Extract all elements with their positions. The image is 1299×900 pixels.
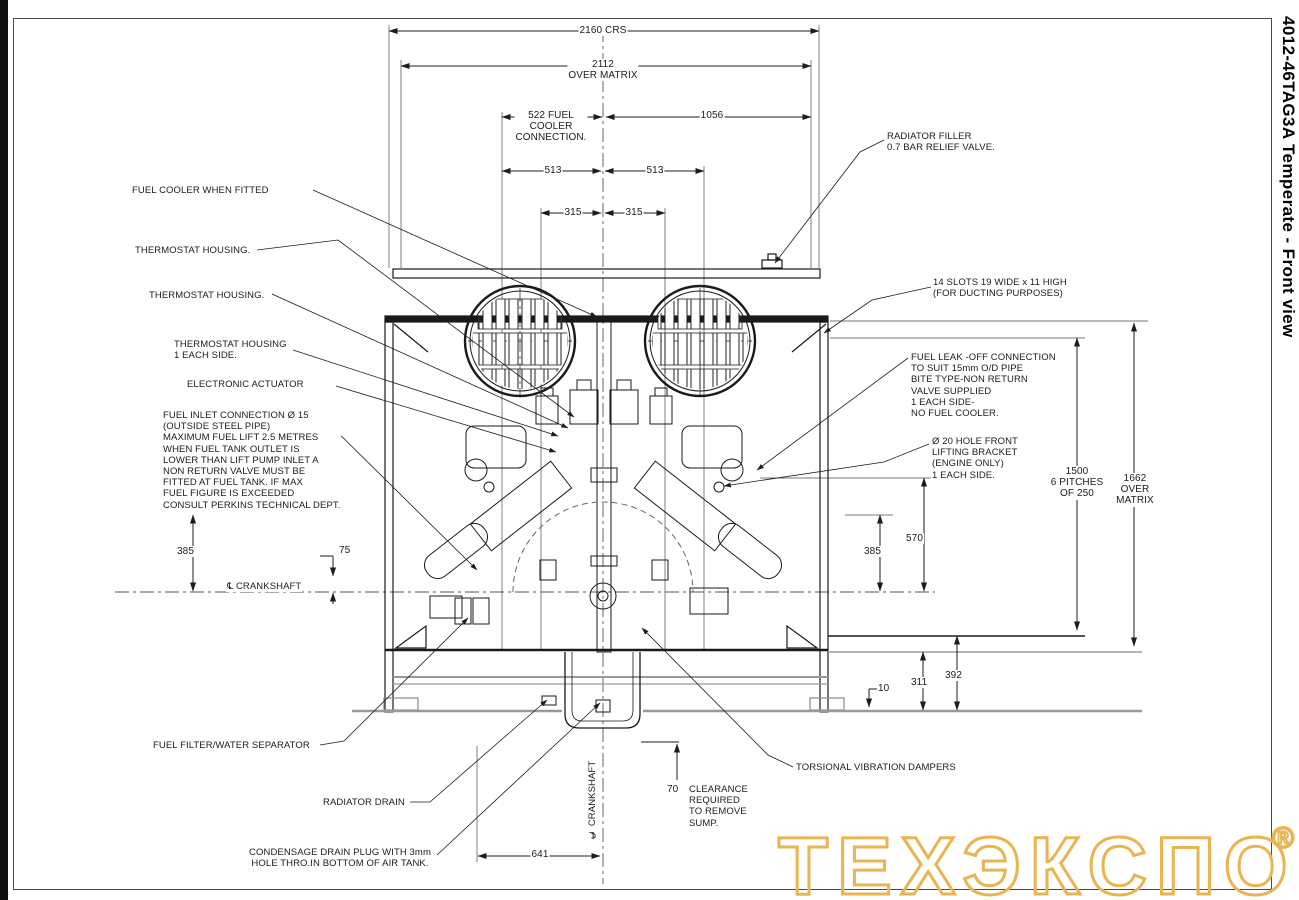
dim-513-right: 513 <box>645 165 665 177</box>
label-crankshaft-centerline-vertical: ℄ CRANKSHAFT <box>586 748 600 840</box>
dim-2160-crs: 2160 CRS <box>578 25 628 37</box>
dim-311: 311 <box>910 677 929 689</box>
fan-left <box>463 284 577 398</box>
callout-thermostat-housing-3: THERMOSTAT HOUSING 1 EACH SIDE. <box>173 339 288 362</box>
drawing-border <box>13 18 1272 890</box>
callout-radiator-drain: RADIATOR DRAIN <box>322 797 406 809</box>
callout-fuel-filter-separator: FUEL FILTER/WATER SEPARATOR <box>152 740 311 752</box>
dim-75: 75 <box>338 545 352 557</box>
dim-315-left: 315 <box>563 207 583 219</box>
callout-thermostat-housing-1: THERMOSTAT HOUSING. <box>134 245 252 257</box>
callout-fuel-leak-off: FUEL LEAK -OFF CONNECTION TO SUIT 15mm O… <box>910 352 1057 420</box>
dim-570: 570 <box>905 533 924 545</box>
dim-70: 70 <box>666 784 680 796</box>
dim-513-left: 513 <box>543 165 563 177</box>
sheet-title: 4012-46TAG3A Temperate - Front view <box>1279 16 1298 338</box>
scan-edge-strip <box>0 0 8 900</box>
callout-sump-clearance: CLEARANCE REQUIRED TO REMOVE SUMP. <box>688 784 749 829</box>
callout-thermostat-housing-2: THERMOSTAT HOUSING. <box>148 290 266 302</box>
dim-641: 641 <box>530 849 550 861</box>
dim-315-right: 315 <box>624 207 644 219</box>
registered-mark-icon: ® <box>1271 821 1295 856</box>
dim-392: 392 <box>944 670 963 682</box>
watermark-texexpo: ТЕХЭКСПО <box>777 820 1297 900</box>
dim-10: 10 <box>877 683 891 695</box>
dim-385-right: 385 <box>863 546 882 558</box>
extension-lines <box>388 25 1148 862</box>
callout-condensate-drain-note: CONDENSAGE DRAIN PLUG WITH 3mm HOLE THRO… <box>248 847 432 870</box>
callout-electronic-actuator: ELECTRONIC ACTUATOR <box>186 379 305 391</box>
radiator-frame <box>383 253 845 713</box>
dim-1662-over-matrix: 1662 OVER MATRIX <box>1115 473 1155 507</box>
engine-block <box>423 321 783 706</box>
callout-fuel-cooler: FUEL COOLER WHEN FITTED <box>131 185 270 197</box>
leader-lines <box>256 139 932 856</box>
callout-radiator-filler: RADIATOR FILLER 0.7 BAR RELIEF VALVE. <box>886 131 996 154</box>
callout-fuel-inlet-note: FUEL INLET CONNECTION Ø 15 (OUTSIDE STEE… <box>162 410 342 511</box>
callout-torsional-dampers: TORSIONAL VIBRATION DAMPERS <box>795 762 957 774</box>
dim-385-left: 385 <box>176 546 195 558</box>
dim-1056: 1056 <box>699 110 725 122</box>
dim-522-fuel-cooler: 522 FUEL COOLER CONNECTION. <box>514 110 588 144</box>
label-crankshaft-centerline: ℄ CRANKSHAFT <box>226 581 303 593</box>
dim-1500-pitches: 1500 6 PITCHES OF 250 <box>1049 466 1105 500</box>
callout-ducting-slots: 14 SLOTS 19 WIDE x 11 HIGH (FOR DUCTING … <box>932 277 1068 300</box>
callout-lifting-bracket: Ø 20 HOLE FRONT LIFTING BRACKET (ENGINE … <box>931 436 1019 481</box>
dim-2112-over-matrix: 2112 OVER MATRIX <box>567 59 639 82</box>
fan-right <box>643 284 757 398</box>
